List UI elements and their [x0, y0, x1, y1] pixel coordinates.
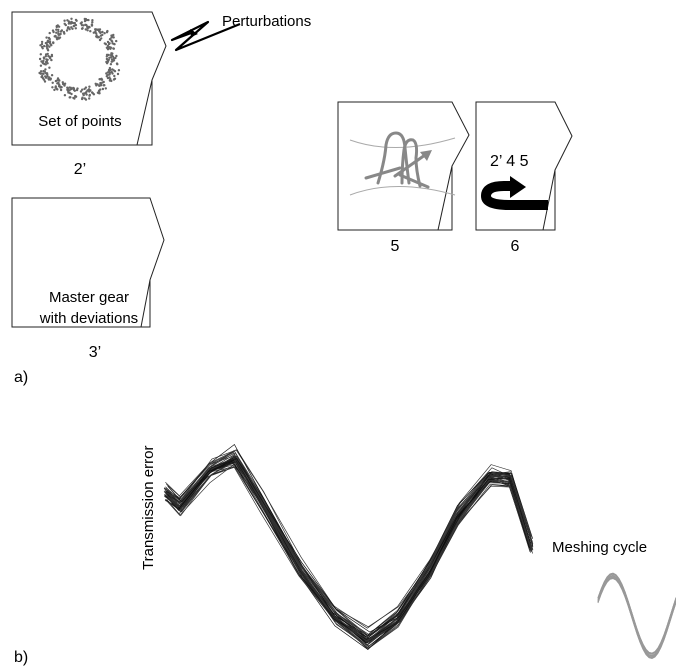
box-2p-text: Set of points [38, 113, 121, 130]
box-2p: Set of points [11, 11, 167, 146]
box-5-number: 5 [391, 238, 400, 255]
meshing-cycle-thumbnail [597, 572, 676, 660]
box-5 [337, 101, 470, 231]
box-3p-number: 3’ [89, 344, 101, 361]
panel-b-label: b) [14, 649, 28, 666]
box-6-number: 6 [511, 238, 520, 255]
panel-a-label: a) [14, 369, 28, 386]
box-3p-text-line1: Master gear [49, 289, 129, 306]
box-6: 2’ 4 5 [475, 101, 573, 231]
u-turn-arrow-icon [480, 176, 548, 210]
meshing-cycle-label: Meshing cycle [552, 539, 647, 556]
perturbations-label: Perturbations [222, 13, 311, 30]
box-3p-text-line2: with deviations [39, 310, 138, 327]
box-2p-number: 2’ [74, 161, 86, 178]
box-6-text: 2’ 4 5 [490, 153, 529, 170]
box-3p: Master gear with deviations [11, 197, 165, 328]
point-ring [38, 17, 121, 101]
gear-sketch-icon [349, 131, 456, 196]
transmission-error-curves [163, 443, 534, 650]
y-axis-label: Transmission error [140, 446, 157, 570]
perturbations-icon [170, 20, 241, 52]
